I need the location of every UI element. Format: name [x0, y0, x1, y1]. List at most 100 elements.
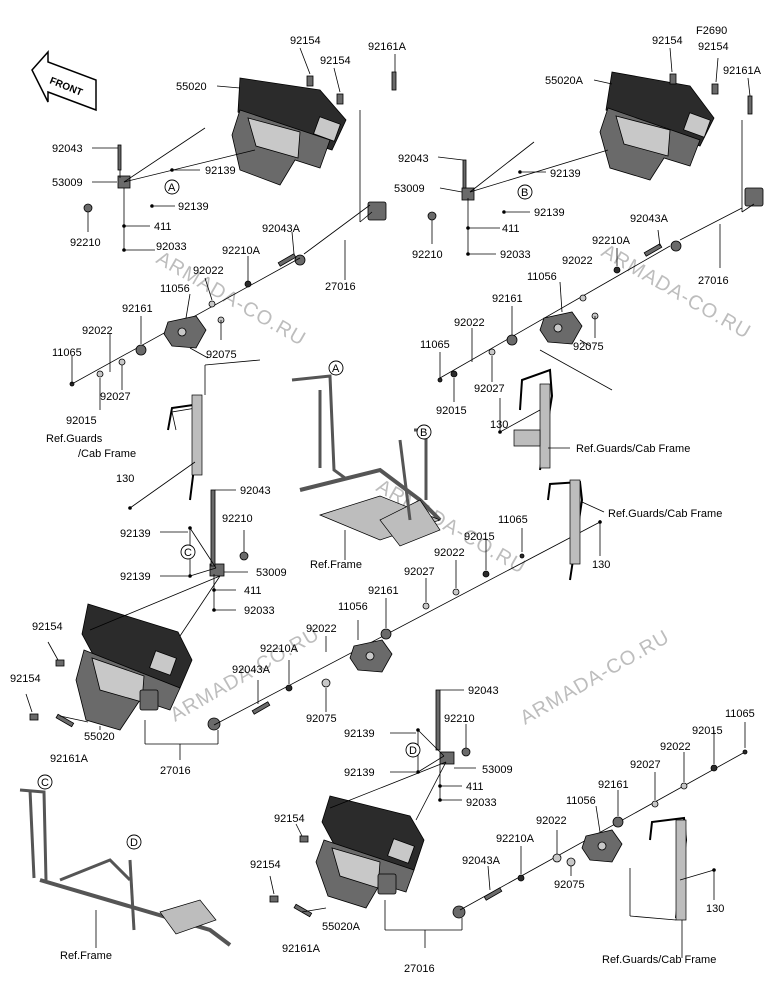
callout-a: A [168, 182, 176, 194]
label-92075: 92075 [554, 879, 585, 891]
label-55020: 55020 [176, 81, 207, 93]
label-27016: 27016 [160, 765, 191, 777]
label-92015: 92015 [436, 405, 467, 417]
label-92161: 92161 [598, 779, 629, 791]
label-53009: 53009 [394, 183, 425, 195]
label-92210a: 92210A [592, 235, 631, 247]
label-92015: 92015 [692, 725, 723, 737]
label-411: 411 [466, 781, 484, 793]
label-11065: 11065 [52, 347, 82, 359]
callout-c-frame: C [41, 777, 49, 789]
label-92139: 92139 [178, 201, 209, 213]
label-27016: 27016 [325, 281, 356, 293]
label-92033: 92033 [466, 797, 497, 809]
label-92027: 92027 [404, 566, 435, 578]
label-92210a: 92210A [496, 833, 535, 845]
label-92210: 92210 [412, 249, 443, 261]
callout-b-frame: B [420, 427, 427, 439]
label-92022: 92022 [82, 325, 113, 337]
label-92022: 92022 [562, 255, 593, 267]
assembly-top-left: A [69, 47, 397, 510]
label-92043a: 92043A [232, 664, 271, 676]
label-92075: 92075 [206, 349, 237, 361]
label-92161a: 92161A [282, 943, 321, 955]
label-92043a: 92043A [630, 213, 669, 225]
label-92015: 92015 [66, 415, 97, 427]
label-411: 411 [244, 585, 262, 597]
label-53009: 53009 [482, 764, 513, 776]
label-92022: 92022 [660, 741, 691, 753]
label-92043a: 92043A [462, 855, 501, 867]
callout-c: C [184, 547, 192, 559]
label-92027: 92027 [630, 759, 661, 771]
label-92043: 92043 [240, 485, 271, 497]
label-53009: 53009 [256, 567, 287, 579]
label-92139: 92139 [344, 728, 375, 740]
label-92154: 92154 [274, 813, 305, 825]
bottom-left-frame: C D [19, 774, 232, 948]
assembly-top-right: B [427, 47, 764, 471]
label-92154: 92154 [698, 41, 729, 53]
label-92161a: 92161A [50, 753, 89, 765]
label-92154: 92154 [250, 859, 281, 871]
label-92043a: 92043A [262, 223, 301, 235]
label-55020: 55020 [84, 731, 115, 743]
front-arrow-icon: FRONT [31, 50, 97, 112]
assembly-mid-left: C [25, 489, 249, 760]
label-411: 411 [154, 221, 172, 233]
label-27016: 27016 [404, 963, 435, 975]
watermark: ARMADA-CO.RU [517, 626, 674, 729]
label-130: 130 [116, 473, 134, 485]
label-92161: 92161 [122, 303, 153, 315]
label-130: 130 [706, 903, 724, 915]
callout-b: B [521, 187, 528, 199]
callout-d: D [409, 745, 417, 757]
label-130: 130 [592, 559, 610, 571]
label-92139: 92139 [120, 571, 151, 583]
label-ref-cab-frame: /Cab Frame [78, 448, 136, 460]
label-92154: 92154 [290, 35, 321, 47]
label-92154: 92154 [32, 621, 63, 633]
label-92154: 92154 [320, 55, 351, 67]
label-ref-guards-cab-frame: Ref.Guards/Cab Frame [602, 954, 716, 966]
label-f2690: F2690 [696, 25, 727, 37]
label-92022: 92022 [434, 547, 465, 559]
label-130: 130 [490, 419, 508, 431]
label-92161: 92161 [368, 585, 399, 597]
label-11065: 11065 [725, 708, 755, 720]
label-ref-guards-cab-frame: Ref.Guards/Cab Frame [608, 508, 722, 520]
label-11056: 11056 [160, 283, 190, 295]
label-92210a: 92210A [222, 245, 261, 257]
label-92033: 92033 [156, 241, 187, 253]
assembly-mid-right [213, 479, 605, 726]
label-92139: 92139 [120, 528, 151, 540]
label-ref-frame: Ref.Frame [60, 950, 112, 962]
label-92043: 92043 [52, 143, 83, 155]
label-92027: 92027 [100, 391, 131, 403]
label-92154: 92154 [652, 35, 683, 47]
label-92022: 92022 [306, 623, 337, 635]
label-92161a: 92161A [723, 65, 762, 77]
label-92210: 92210 [70, 237, 101, 249]
label-27016: 27016 [698, 275, 729, 287]
center-frame: A B [291, 360, 442, 560]
watermark: ARMADA-CO.RU [598, 240, 755, 343]
label-ref-guards-cab-frame: Ref.Guards/Cab Frame [576, 443, 690, 455]
label-ref-guards: Ref.Guards [46, 433, 103, 445]
label-92139: 92139 [205, 165, 236, 177]
assembly-bottom-right: D [269, 689, 748, 958]
label-92015: 92015 [464, 531, 495, 543]
label-92027: 92027 [474, 383, 505, 395]
label-11056: 11056 [527, 271, 557, 283]
label-92210: 92210 [444, 713, 475, 725]
label-92210a: 92210A [260, 643, 299, 655]
label-11056: 11056 [566, 795, 596, 807]
label-92022: 92022 [536, 815, 567, 827]
label-55020a: 55020A [322, 921, 361, 933]
label-11056: 11056 [338, 601, 368, 613]
label-92033: 92033 [500, 249, 531, 261]
label-92033: 92033 [244, 605, 275, 617]
label-ref-frame: Ref.Frame [310, 559, 362, 571]
label-92139: 92139 [344, 767, 375, 779]
